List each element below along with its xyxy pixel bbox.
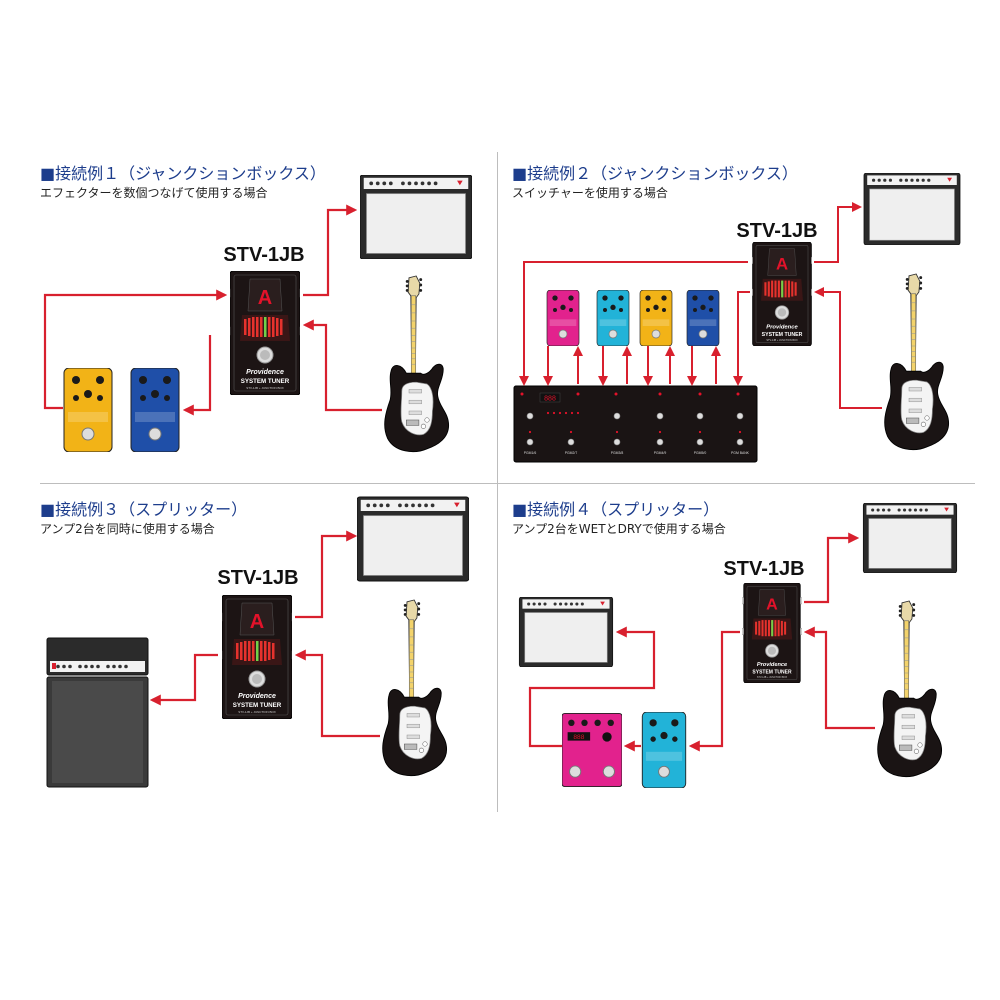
panel-subtitle: スイッチャーを使用する場合 bbox=[512, 186, 668, 200]
cable-paths bbox=[528, 532, 875, 752]
footswitch-label: PGM5/0 bbox=[694, 451, 707, 455]
panel-example-4: ■接続例４（スプリッター） アンプ2台をWETとDRYで使用する場合 bbox=[512, 496, 1000, 831]
electric-guitar bbox=[877, 600, 943, 778]
cable-paths bbox=[519, 202, 882, 409]
panel-subtitle: アンプ2台を同時に使用する場合 bbox=[40, 522, 215, 536]
panel-example-1: ■接続例１（ジャンクションボックス） エフェクターを数個つなげて使用する場合 bbox=[40, 160, 540, 495]
cable-paths bbox=[149, 530, 380, 738]
device-label: STV-1JB bbox=[723, 558, 804, 580]
electric-guitar bbox=[384, 275, 450, 453]
system-tuner bbox=[742, 583, 802, 683]
system-tuner bbox=[752, 242, 812, 346]
device-label: STV-1JB bbox=[736, 220, 817, 242]
footswitch-label: PGM2/7 bbox=[565, 451, 578, 455]
panel-title: ■接続例４（スプリッター） bbox=[512, 500, 720, 519]
cable-paths bbox=[43, 204, 382, 416]
panel-title: ■接続例１（ジャンクションボックス） bbox=[40, 164, 326, 183]
yellow-pedal bbox=[63, 368, 113, 452]
pink-multi-effect-pedal bbox=[562, 712, 622, 788]
system-tuner bbox=[222, 595, 292, 719]
guitar-amplifier bbox=[863, 173, 961, 245]
footswitch-label: PGM3/8 bbox=[611, 451, 624, 455]
cyan-pedal bbox=[596, 290, 630, 346]
guitar-amplifier bbox=[360, 175, 472, 259]
blue-pedal bbox=[130, 368, 180, 452]
cyan-pedal bbox=[641, 712, 687, 788]
horizontal-divider bbox=[40, 483, 975, 484]
guitar-amplifier bbox=[862, 503, 958, 573]
vertical-divider bbox=[497, 152, 498, 812]
blue-pedal bbox=[686, 290, 720, 346]
panel-example-3: ■接続例３（スプリッター） アンプ2台を同時に使用する場合 bbox=[40, 496, 540, 831]
switcher-display: 888 bbox=[544, 396, 556, 403]
panel-subtitle: エフェクターを数個つなげて使用する場合 bbox=[40, 186, 268, 200]
system-tuner bbox=[230, 271, 300, 395]
device-label: STV-1JB bbox=[217, 567, 298, 589]
footswitch-label: PGM4/9 bbox=[654, 451, 667, 455]
electric-guitar bbox=[382, 599, 448, 777]
footswitch-label: PGM BANK bbox=[731, 451, 750, 455]
guitar-amplifier bbox=[518, 597, 614, 667]
panel-example-2: ■接続例２（ジャンクションボックス） スイッチャーを使用する場合 bbox=[512, 160, 1000, 495]
device-label: STV-1JB bbox=[223, 244, 304, 266]
stack-amplifier bbox=[46, 637, 149, 788]
panel-subtitle: アンプ2台をWETとDRYで使用する場合 bbox=[512, 522, 726, 536]
guitar-amplifier bbox=[357, 496, 469, 582]
panel-title: ■接続例２（ジャンクションボックス） bbox=[512, 164, 798, 183]
footswitch-label: PGM1/6 bbox=[524, 451, 537, 455]
yellow-pedal bbox=[639, 290, 673, 346]
electric-guitar bbox=[884, 273, 950, 451]
pink-pedal bbox=[546, 290, 580, 346]
loop-switcher: 888 PGM1/6 PGM2/7 PGM3/8 PGM4/9 PGM5/0 P… bbox=[513, 385, 758, 463]
panel-title: ■接続例３（スプリッター） bbox=[40, 500, 248, 519]
